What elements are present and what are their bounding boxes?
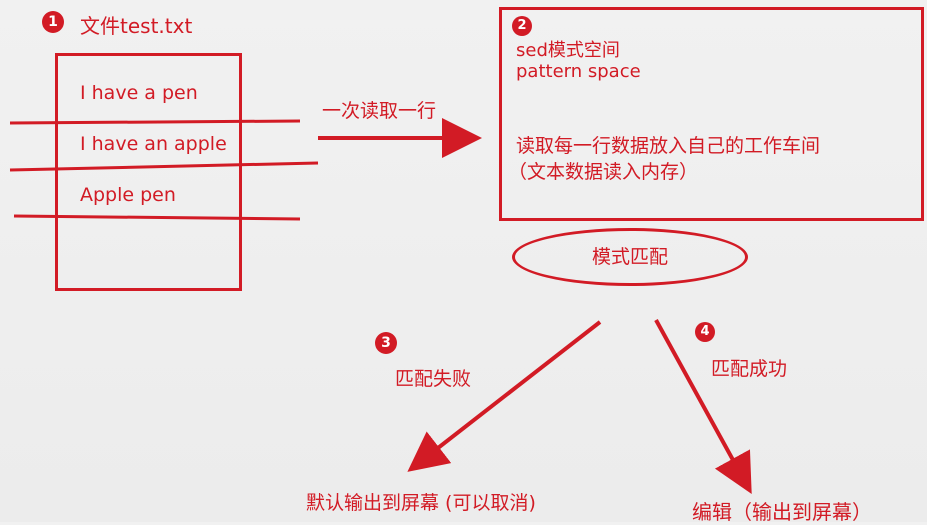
row-line-1 <box>9 119 301 125</box>
fail-label: 匹配失败 <box>395 368 472 390</box>
read-label: 一次读取一行 <box>322 100 437 122</box>
file-line-3: Apple pen <box>80 184 176 206</box>
file-box <box>55 53 242 291</box>
file-line-2: I have an apple <box>80 133 227 155</box>
success-arrow <box>654 319 752 495</box>
step-2-badge: 2 <box>512 16 532 36</box>
pattern-space-title: sed模式空间 <box>516 40 620 61</box>
step-4-badge: 4 <box>695 322 715 342</box>
row-line-3 <box>13 214 301 221</box>
row-line-2 <box>9 161 319 172</box>
step-1-badge: 1 <box>42 11 64 33</box>
file-line-1: I have a pen <box>80 82 198 104</box>
fail-arrow <box>407 320 602 472</box>
fail-result: 默认输出到屏幕 (可以取消) <box>306 492 536 514</box>
pattern-space-desc-1: 读取每一行数据放入自己的工作车间 <box>516 135 821 157</box>
match-node-ellipse <box>512 228 748 286</box>
step-3-badge: 3 <box>375 332 397 354</box>
pattern-space-box <box>499 7 924 221</box>
success-result: 编辑（输出到屏幕） <box>692 500 872 524</box>
file-title: 文件test.txt <box>80 14 193 38</box>
pattern-space-desc-2: （文本数据读入内存） <box>508 161 699 183</box>
match-node-label: 模式匹配 <box>591 246 668 268</box>
pattern-space-subtitle: pattern space <box>516 61 641 82</box>
success-label: 匹配成功 <box>711 358 788 380</box>
